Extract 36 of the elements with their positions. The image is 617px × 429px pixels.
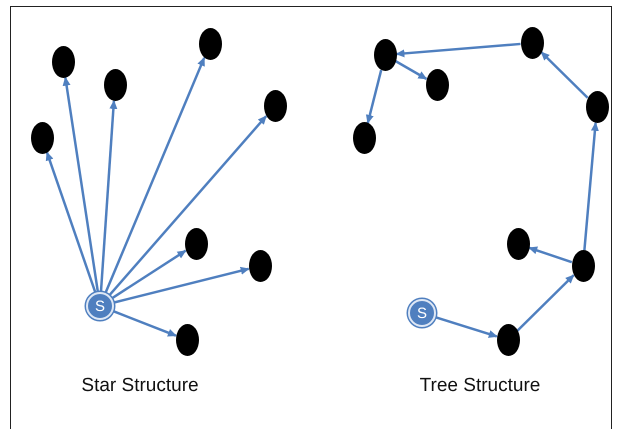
source-node: S xyxy=(86,292,114,320)
node-dot xyxy=(586,91,608,123)
node-dot xyxy=(352,122,376,154)
source-node: S xyxy=(408,299,436,327)
diagram-caption: Star Structure xyxy=(81,375,199,397)
node-dot xyxy=(52,46,74,78)
node-dot xyxy=(374,39,396,71)
arrow xyxy=(46,151,97,294)
node-dot xyxy=(520,27,544,59)
node-dot xyxy=(198,28,222,60)
node-dot xyxy=(184,228,208,260)
arrow xyxy=(516,274,574,332)
arrow xyxy=(113,266,250,304)
node-dot xyxy=(426,69,448,101)
arrow xyxy=(104,56,206,294)
node-dot xyxy=(572,250,594,282)
arrow xyxy=(528,246,572,264)
arrow xyxy=(111,250,186,300)
arrow xyxy=(366,70,382,124)
node-dot xyxy=(496,324,520,356)
node-dot xyxy=(506,228,530,260)
arrow xyxy=(395,60,428,80)
arrow xyxy=(540,51,588,99)
arrow xyxy=(395,42,521,58)
diagram-caption: Tree Structure xyxy=(420,375,540,397)
node-dot xyxy=(30,122,54,154)
arrow xyxy=(583,122,599,250)
node-dot xyxy=(176,324,198,356)
arrow xyxy=(62,76,100,292)
node-dot xyxy=(248,250,272,282)
node-dot xyxy=(264,90,286,122)
node-dot xyxy=(104,69,126,101)
arrow xyxy=(112,310,177,337)
arrow xyxy=(434,316,498,338)
arrow xyxy=(108,115,268,296)
arrow xyxy=(100,100,118,292)
